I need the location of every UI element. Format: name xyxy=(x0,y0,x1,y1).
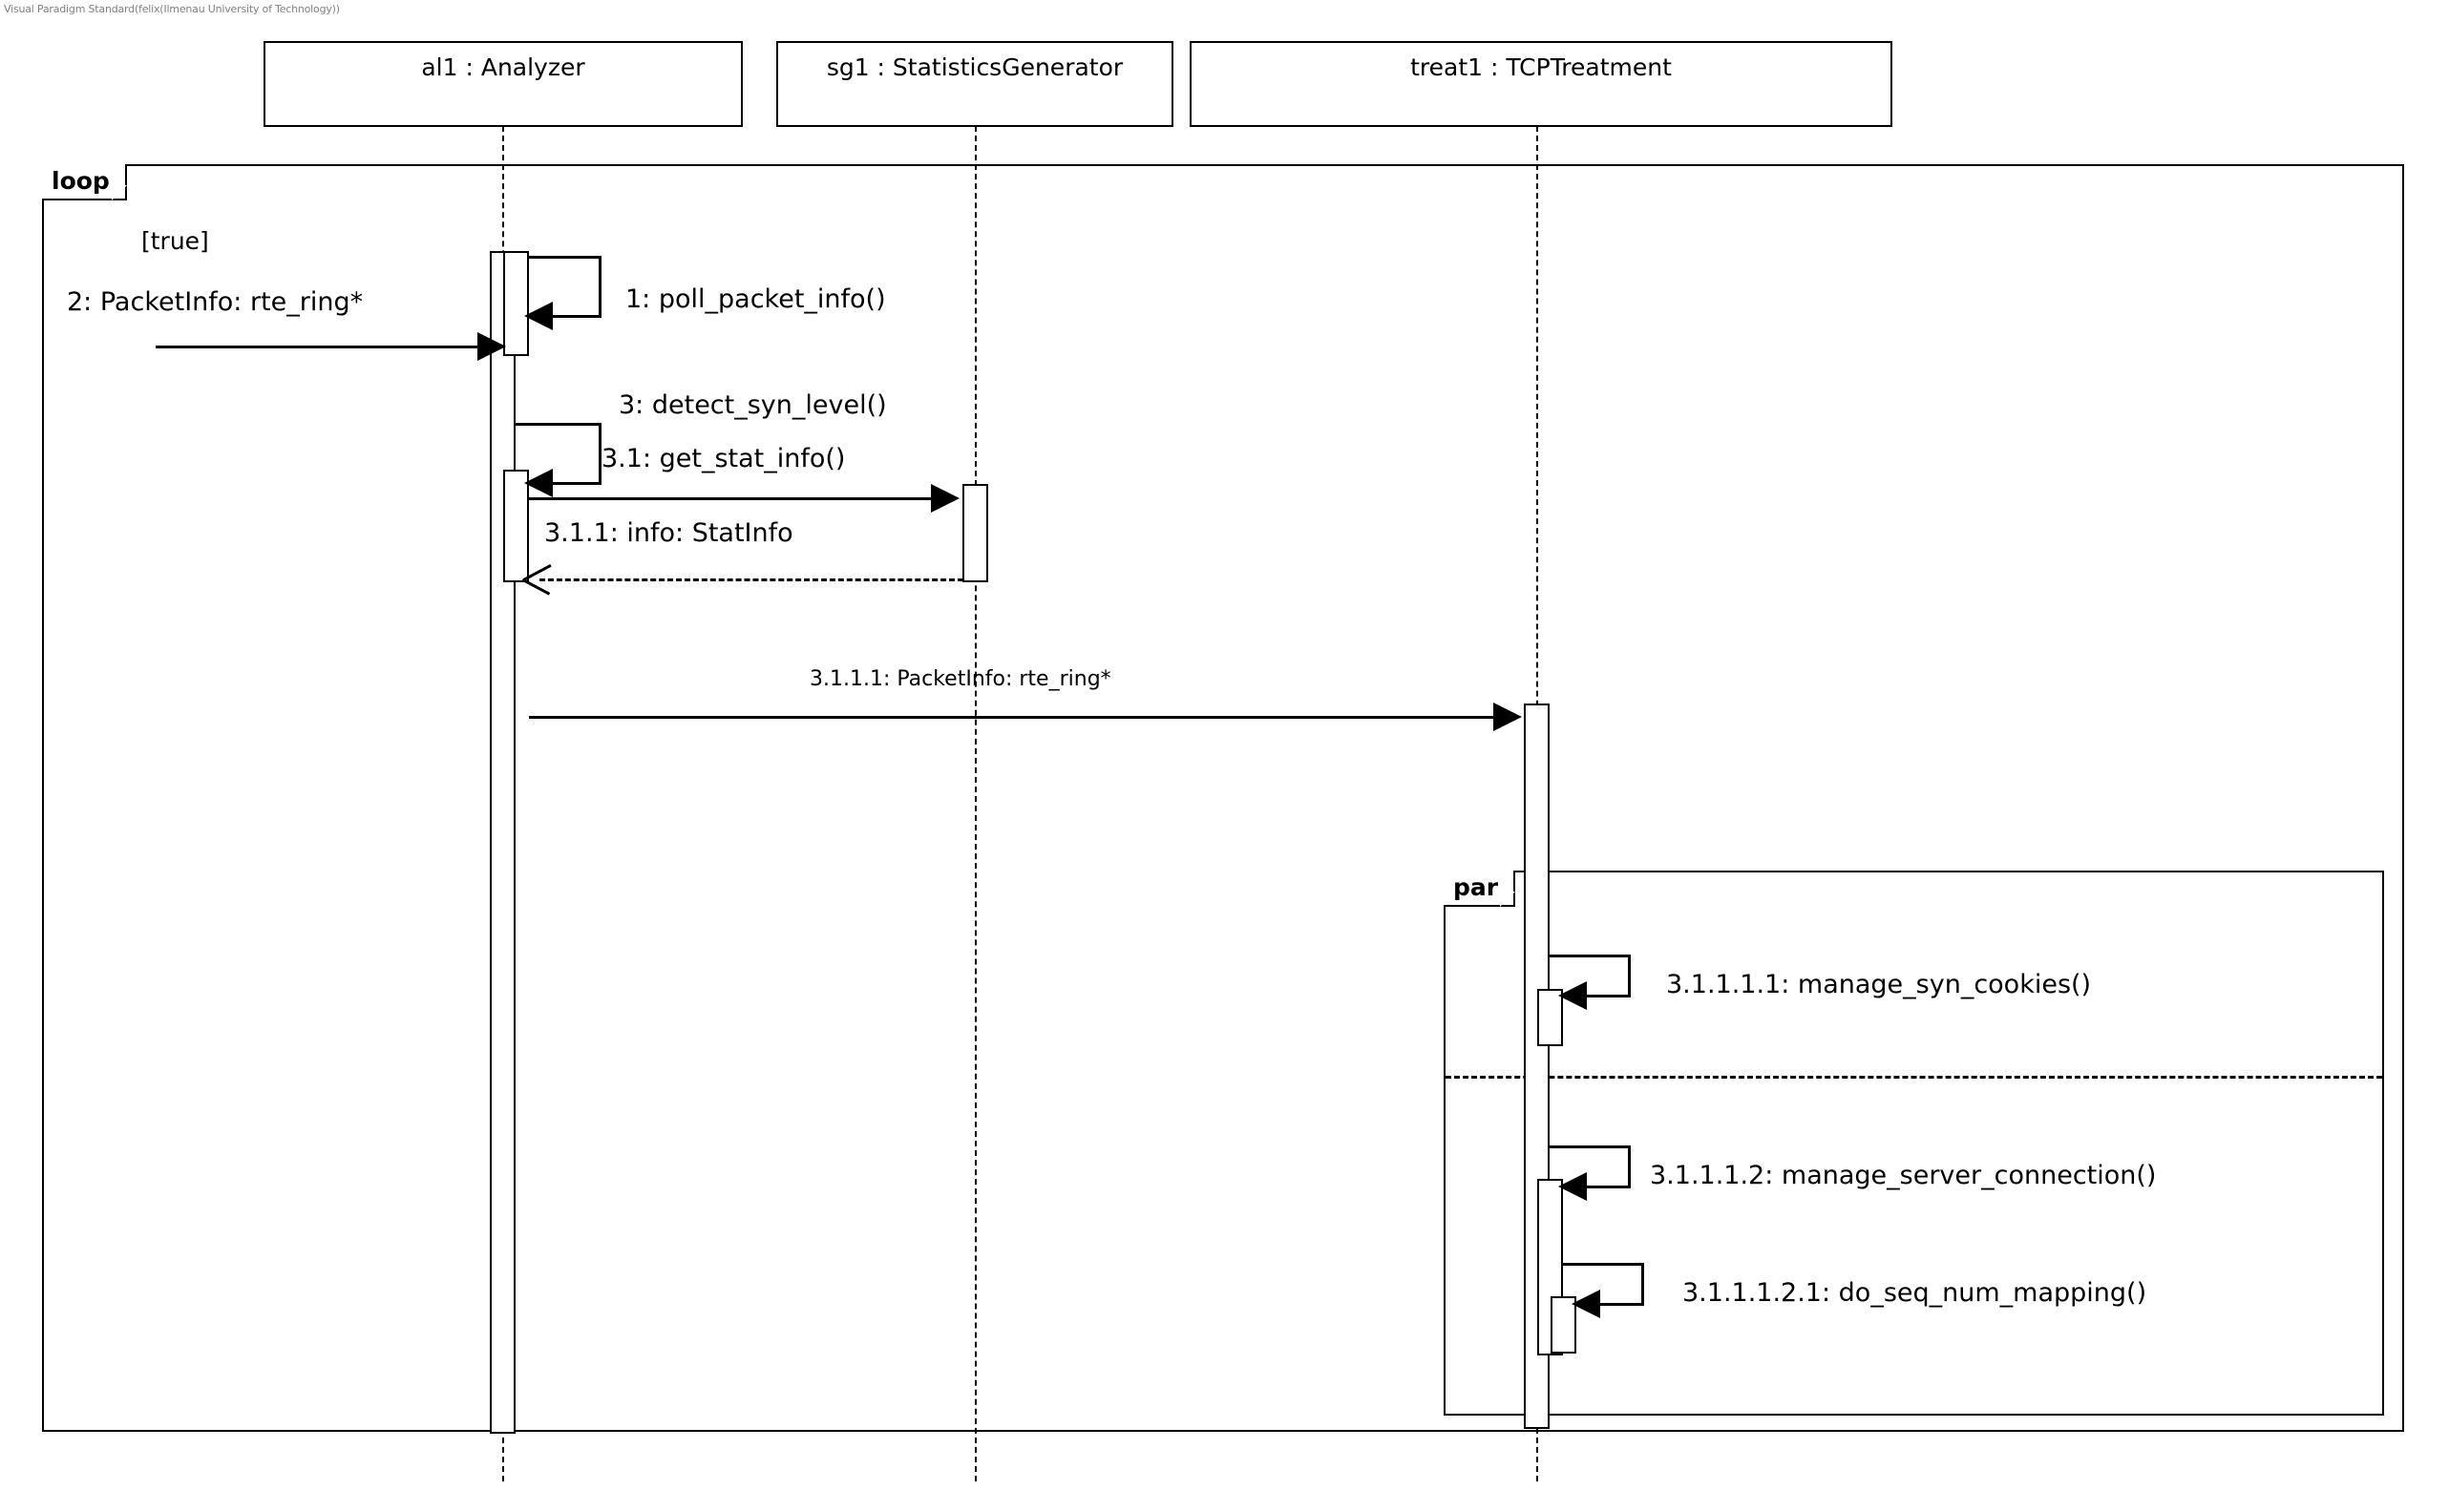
msg-3-1-1-1-line xyxy=(529,716,1496,719)
msg-3-line-bottom xyxy=(552,482,602,485)
fragment-loop-operator-label: loop xyxy=(52,167,110,195)
lifeline-label-treat1: treat1 : TCPTreatment xyxy=(1410,53,1672,81)
activation-al1-outer xyxy=(490,251,516,1434)
fragment-loop[interactable] xyxy=(42,164,2404,1432)
msg-3-1-arrowhead xyxy=(931,484,960,513)
msg-3-1-label: 3.1: get_stat_info() xyxy=(602,444,846,473)
watermark-text: Visual Paradigm Standard(felix(Ilmenau U… xyxy=(4,3,340,15)
lifeline-head-al1[interactable]: al1 : Analyzer xyxy=(264,41,743,127)
msg-3-1-1-1-1-line-bottom xyxy=(1586,995,1631,998)
msg-3-1-1-1-2-1-label: 3.1.1.1.2.1: do_seq_num_mapping() xyxy=(1682,1278,2147,1308)
msg-2-line xyxy=(156,346,484,348)
msg-2-arrowhead xyxy=(477,332,506,361)
msg-3-1-1-1-2-line-top xyxy=(1550,1145,1631,1148)
fragment-loop-guard: [true] xyxy=(141,227,209,255)
msg-3-1-1-arrowhead xyxy=(523,564,552,593)
fragment-par[interactable] xyxy=(1444,871,2384,1416)
msg-3-1-1-line xyxy=(539,578,963,581)
msg-3-1-line xyxy=(529,497,935,500)
lifeline-head-treat1[interactable]: treat1 : TCPTreatment xyxy=(1190,41,1892,127)
msg-3-1-1-1-1-line-right xyxy=(1628,955,1631,998)
msg-1-arrowhead xyxy=(524,302,553,330)
msg-3-1-1-1-2-1-line-bottom xyxy=(1599,1303,1644,1306)
lifeline-label-sg1: sg1 : StatisticsGenerator xyxy=(826,53,1124,81)
msg-3-1-1-1-2-1-line-right xyxy=(1641,1263,1644,1306)
msg-3-1-1-1-1-line-top xyxy=(1550,955,1631,957)
msg-3-label: 3: detect_syn_level() xyxy=(619,390,887,420)
msg-3-1-1-1-1-label: 3.1.1.1.1: manage_syn_cookies() xyxy=(1666,970,2092,999)
fragment-par-operand-separator xyxy=(1446,1076,2382,1079)
msg-3-1-1-1-2-1-arrowhead xyxy=(1572,1290,1600,1318)
msg-1-line-right xyxy=(599,256,602,318)
msg-2-label: 2: PacketInfo: rte_ring* xyxy=(67,287,364,317)
msg-3-1-1-label: 3.1.1: info: StatInfo xyxy=(544,518,793,548)
activation-al1-nested-1 xyxy=(503,251,529,356)
msg-3-1-1-1-1-arrowhead xyxy=(1558,981,1587,1010)
lifeline-stem-sg1 xyxy=(975,126,977,1481)
msg-3-line-right xyxy=(599,423,602,485)
msg-3-1-1-1-2-line-right xyxy=(1628,1145,1631,1188)
fragment-par-operator-label: par xyxy=(1453,873,1499,901)
fragment-loop-operator-tab: loop xyxy=(42,164,127,200)
msg-3-line-top xyxy=(516,423,602,426)
msg-3-1-1-1-2-label: 3.1.1.1.2: manage_server_connection() xyxy=(1650,1161,2157,1190)
msg-3-1-1-1-2-1-line-top xyxy=(1563,1263,1644,1266)
activation-treat1-nested-server-connection xyxy=(1537,1179,1563,1355)
msg-3-1-1-1-2-line-bottom xyxy=(1586,1186,1631,1188)
msg-3-arrowhead xyxy=(524,469,553,497)
lifeline-head-sg1[interactable]: sg1 : StatisticsGenerator xyxy=(776,41,1173,127)
msg-1-label: 1: poll_packet_info() xyxy=(625,284,886,314)
msg-1-line-top xyxy=(516,256,602,259)
fragment-par-operator-tab: par xyxy=(1444,871,1516,907)
lifeline-label-al1: al1 : Analyzer xyxy=(421,53,585,81)
msg-3-1-1-1-label: 3.1.1.1: PacketInfo: rte_ring* xyxy=(810,667,1111,691)
msg-3-1-1-1-2-arrowhead xyxy=(1558,1172,1587,1201)
activation-sg1 xyxy=(962,484,988,582)
msg-3-1-1-1-arrowhead xyxy=(1493,703,1522,731)
msg-1-line-bottom xyxy=(552,315,602,318)
